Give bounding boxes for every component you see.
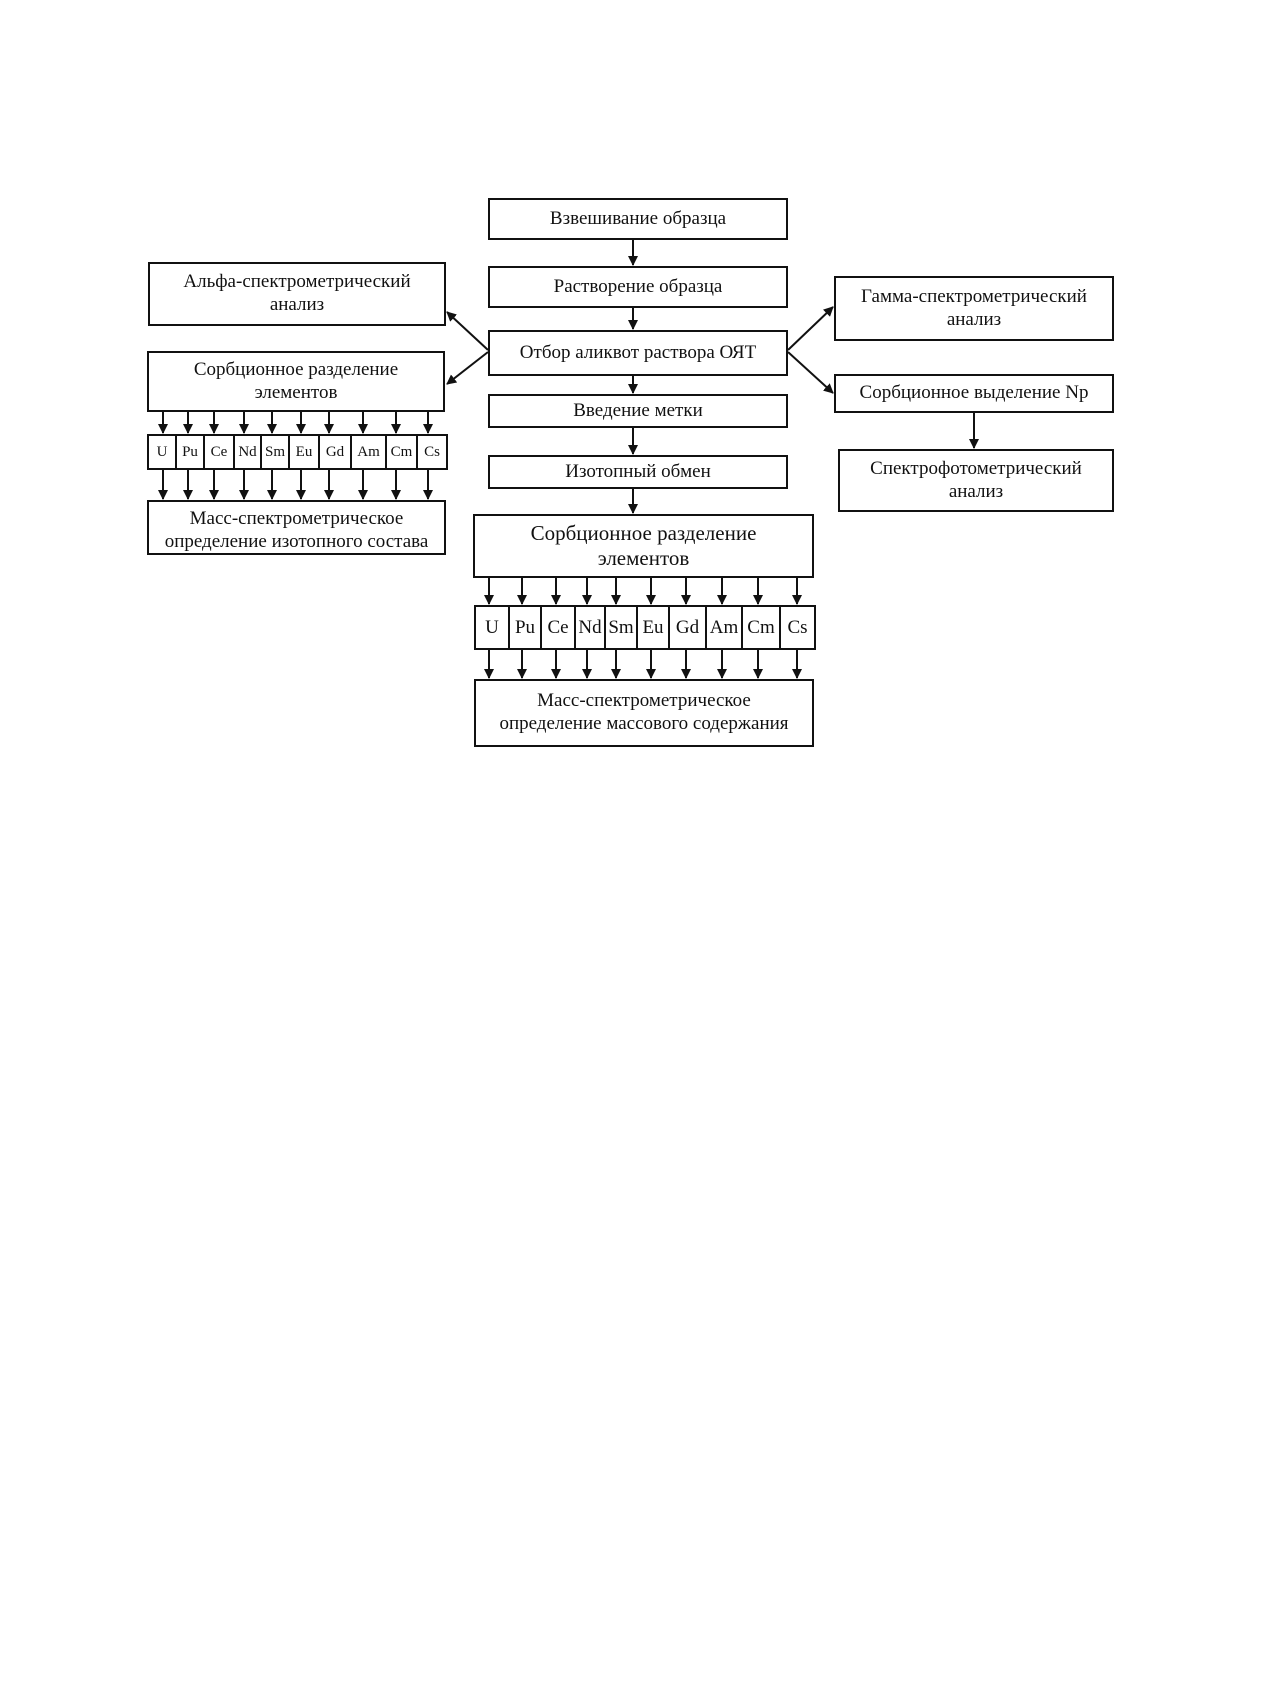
center-cell-pu: Pu <box>508 605 542 650</box>
left-cell-gd: Gd <box>318 434 352 470</box>
left-sorption-box: Сорбционное разделение элементов <box>147 351 445 412</box>
left-mass-spec-box: Масс-спектрометрическое определение изот… <box>147 500 446 555</box>
arrow-aliquot-to-left-sorption <box>446 351 489 385</box>
arrow-aliquot-to-alpha <box>446 311 489 351</box>
center-mass-spec-box: Масс-спектрометрическое определение масс… <box>474 679 814 747</box>
center-cell-cs: Cs <box>779 605 816 650</box>
center-cell-u: U <box>474 605 510 650</box>
arrow-aliquot-to-np <box>787 351 834 394</box>
gamma-spectrometry-box: Гамма-спектрометрический анализ <box>834 276 1114 341</box>
weigh-sample-box: Взвешивание образца <box>488 198 788 240</box>
left-cell-ce: Ce <box>203 434 235 470</box>
center-sorption-box: Сорбционное разделение элементов <box>473 514 814 578</box>
center-cell-eu: Eu <box>636 605 670 650</box>
alpha-spectrometry-box: Альфа-спектрометрический анализ <box>148 262 446 326</box>
np-sorption-box: Сорбционное выделение Np <box>834 374 1114 413</box>
arrow-aliquot-to-gamma <box>787 306 834 351</box>
center-cell-nd: Nd <box>574 605 606 650</box>
left-cell-pu: Pu <box>175 434 205 470</box>
left-cell-am: Am <box>350 434 387 470</box>
left-cell-cm: Cm <box>385 434 418 470</box>
aliquot-box: Отбор аликвот раствора ОЯТ <box>488 330 788 376</box>
center-cell-ce: Ce <box>540 605 576 650</box>
label-introduction-box: Введение метки <box>488 394 788 428</box>
isotope-exchange-box: Изотопный обмен <box>488 455 788 489</box>
center-cell-sm: Sm <box>604 605 638 650</box>
spectrophotometry-box: Спектрофотометрический анализ <box>838 449 1114 512</box>
left-cell-u: U <box>147 434 177 470</box>
dissolve-sample-box: Растворение образца <box>488 266 788 308</box>
left-cell-cs: Cs <box>416 434 448 470</box>
